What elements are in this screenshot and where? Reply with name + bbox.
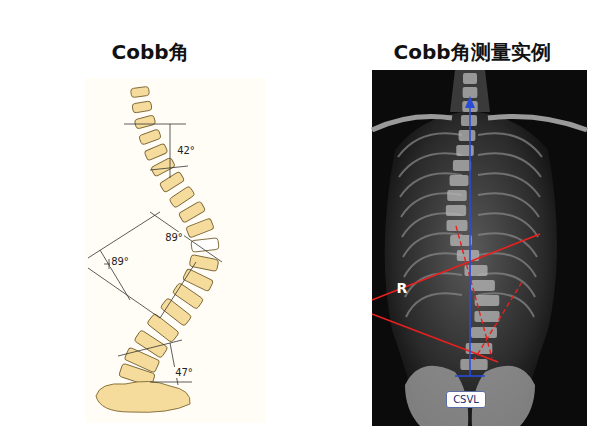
xray-vertebra <box>450 175 469 186</box>
csvl-tick <box>455 375 485 377</box>
vertebra <box>151 157 176 177</box>
xray-vertebra <box>475 295 500 306</box>
xray-vertebra <box>460 359 487 370</box>
vertebra <box>134 115 156 129</box>
side-label: R <box>397 281 408 296</box>
rib <box>406 293 462 317</box>
xray-vertebra <box>464 265 487 276</box>
xray-vertebra <box>461 115 477 126</box>
panel-title: Cobb角 <box>111 41 188 63</box>
angle-label: 47° <box>174 367 194 378</box>
panel-title: Cobb角测量实例 <box>393 41 550 63</box>
line-label-box: CSVL <box>446 391 486 408</box>
vertebra <box>178 201 205 223</box>
xray-spine <box>446 73 500 370</box>
angle-label: 89° <box>164 232 184 243</box>
xray-vertebra <box>471 280 495 291</box>
vertebra <box>144 143 168 161</box>
angle-label: 89° <box>110 256 130 267</box>
xray-vertebra <box>463 73 477 84</box>
xray-vertebra <box>447 190 467 201</box>
vertebra <box>130 86 149 97</box>
cobb-lines <box>88 124 222 385</box>
angle-label: 42° <box>176 145 196 156</box>
cobb-line <box>372 314 498 362</box>
xray-vertebra <box>456 145 474 156</box>
xray-vertebra <box>474 311 499 322</box>
sacrum <box>96 381 190 412</box>
arrow-head <box>465 96 475 108</box>
csvl-line <box>469 100 471 376</box>
neck <box>450 70 490 112</box>
xray-ground <box>372 70 587 426</box>
vertebra <box>132 101 152 113</box>
perpendicular-line <box>474 282 522 360</box>
torso <box>385 112 557 426</box>
vertebra <box>139 129 162 145</box>
xray-vertebra <box>459 130 476 141</box>
xray-vertebra <box>453 160 471 171</box>
illustration-ground <box>85 78 265 423</box>
spine-drawing <box>119 86 219 386</box>
line-label: CSVL <box>453 394 479 405</box>
vertebra <box>169 186 195 208</box>
xray-vertebra <box>446 205 466 216</box>
cobb-line <box>372 234 540 300</box>
vertebra <box>186 218 214 238</box>
clavicles <box>372 117 587 131</box>
vertebra <box>159 171 184 192</box>
